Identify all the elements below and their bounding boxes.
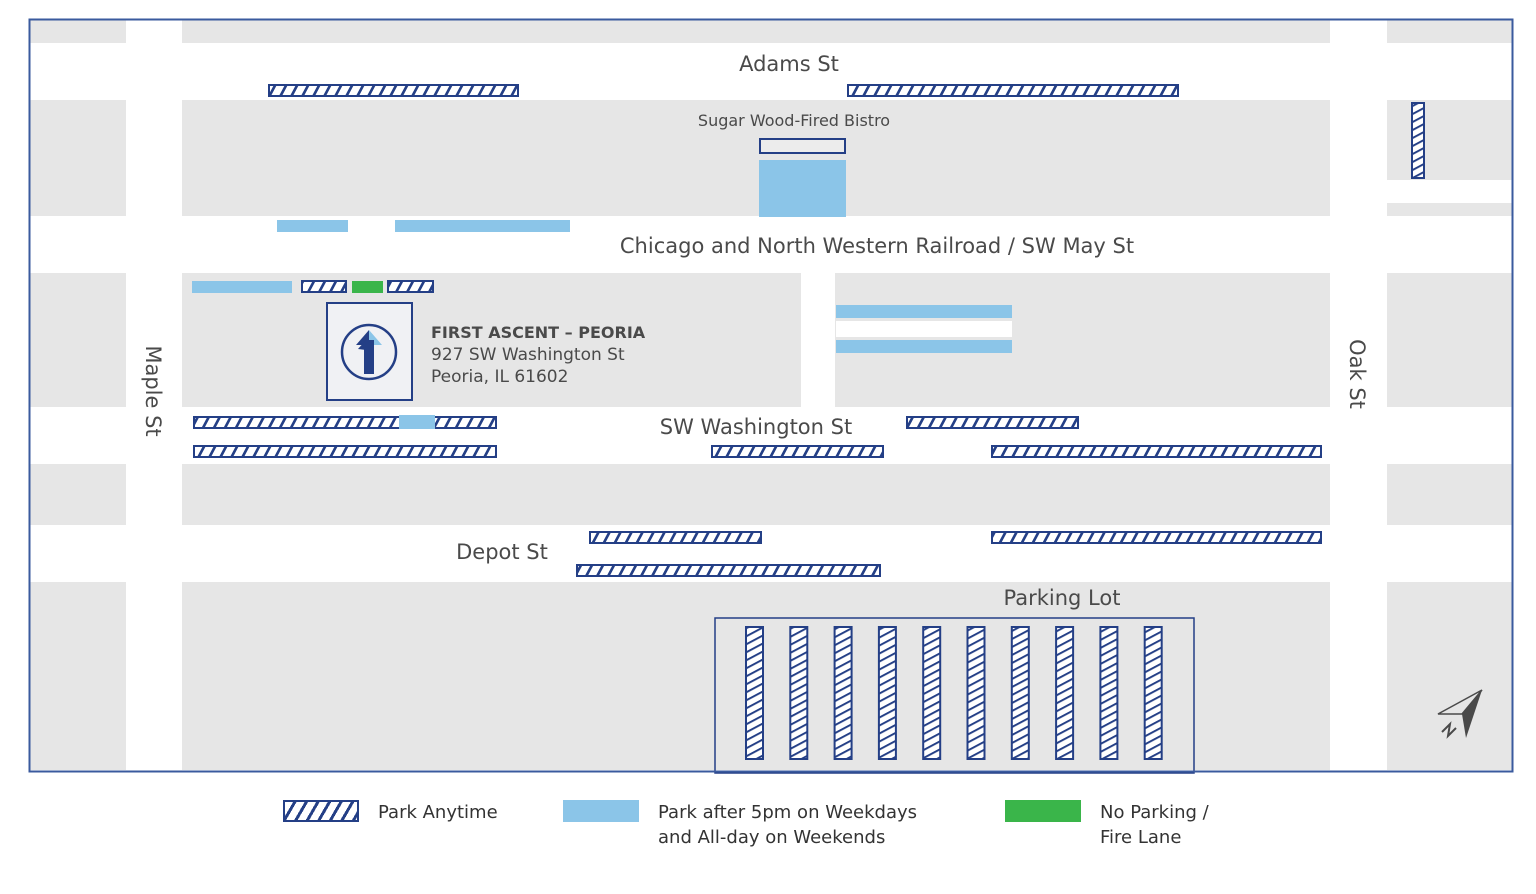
parking-evening-lot-2: [836, 340, 1012, 353]
parking-lot-space: [745, 626, 764, 760]
parking-map: Adams St Sugar Wood-Fired Bistro Chicago…: [28, 18, 1514, 774]
place-label-bistro: Sugar Wood-Fired Bistro: [698, 111, 890, 130]
parking-anytime-venue-1: [301, 280, 347, 293]
street-label-adams: Adams St: [739, 52, 839, 76]
parking-anytime-adams-east: [847, 84, 1179, 97]
parking-lot-space: [833, 626, 853, 760]
block: [1387, 20, 1512, 43]
parking-anytime-depot-2: [576, 564, 881, 577]
legend-label: No Parking /: [1100, 802, 1209, 823]
parking-evening-venue: [192, 281, 292, 293]
parking-lot-space: [922, 626, 942, 760]
parking-lot-boundary: [714, 617, 1195, 774]
parking-lot-space: [877, 626, 897, 760]
first-ascent-logo-icon: [340, 323, 398, 381]
no-parking-fire-lane: [352, 281, 383, 293]
legend-label-line2: Fire Lane: [1100, 827, 1182, 848]
parking-lot-space: [1055, 626, 1075, 760]
parking-lot-space: [1143, 626, 1163, 760]
legend-swatch-light-blue: [563, 800, 639, 822]
block: [30, 464, 126, 525]
legend-label-line2: and All-day on Weekends: [658, 827, 886, 848]
block: [1387, 582, 1512, 770]
parking-evening-may-1: [277, 220, 348, 232]
block: [182, 20, 1330, 43]
parking-anytime-washington-ne: [906, 416, 1079, 429]
venue-name: FIRST ASCENT – PEORIA: [431, 323, 646, 342]
parking-anytime-depot-1: [589, 531, 762, 544]
lot-aisle: [836, 321, 1012, 337]
parking-anytime-oak-north: [1411, 102, 1425, 179]
street-label-depot: Depot St: [456, 540, 548, 564]
parking-evening-lot-1: [836, 305, 1012, 318]
block: [30, 20, 126, 43]
legend-item-park-anytime: Park Anytime: [283, 800, 498, 825]
parking-anytime-venue-2: [387, 280, 434, 293]
map-frame: [28, 18, 1514, 773]
parking-lot-spaces: [745, 626, 1163, 760]
parking-anytime-washington-sw: [193, 445, 497, 458]
street-label-oak: Oak St: [1345, 339, 1369, 409]
street-label-washington: SW Washington St: [660, 415, 852, 439]
block: [1387, 100, 1512, 180]
block: [30, 273, 126, 407]
place-label-parking-lot: Parking Lot: [1004, 586, 1121, 610]
parking-evening-washington: [399, 415, 435, 429]
legend-item-no-parking: No Parking / Fire Lane: [1005, 800, 1209, 850]
parking-lot-space: [1099, 626, 1119, 760]
legend: Park Anytime Park after 5pm on Weekdays …: [0, 800, 1536, 860]
street-label-maple: Maple St: [141, 345, 165, 436]
parking-anytime-washington-mid: [711, 445, 884, 458]
parking-anytime-washington-nw: [193, 416, 497, 429]
block: [182, 100, 1330, 216]
block: [182, 464, 1330, 525]
block: [182, 273, 801, 407]
block: [30, 100, 126, 216]
block: [1387, 273, 1512, 407]
parking-anytime-washington-se: [991, 445, 1322, 458]
block: [1387, 203, 1512, 216]
parking-evening-bistro-lot: [759, 160, 846, 217]
legend-swatch-hatched: [283, 800, 359, 822]
venue-address-line2: Peoria, IL 61602: [431, 367, 568, 387]
north-arrow-icon: [1437, 689, 1483, 739]
parking-lot-space: [1010, 626, 1030, 760]
parking-lot-space: [966, 626, 986, 760]
block: [1387, 464, 1512, 525]
venue-address-line1: 927 SW Washington St: [431, 345, 625, 365]
legend-item-park-evening: Park after 5pm on Weekdays and All-day o…: [563, 800, 917, 850]
parking-evening-may-2: [395, 220, 570, 232]
bistro-building: [759, 138, 846, 154]
street-label-railroad: Chicago and North Western Railroad / SW …: [620, 234, 1134, 258]
parking-lot-space: [789, 626, 809, 760]
city-blocks: [30, 20, 1512, 770]
parking-anytime-adams-west: [268, 84, 519, 97]
block: [30, 582, 126, 770]
legend-label: Park after 5pm on Weekdays: [658, 802, 918, 823]
parking-anytime-depot-3: [991, 531, 1322, 544]
legend-label: Park Anytime: [378, 802, 498, 823]
legend-swatch-green: [1005, 800, 1081, 822]
